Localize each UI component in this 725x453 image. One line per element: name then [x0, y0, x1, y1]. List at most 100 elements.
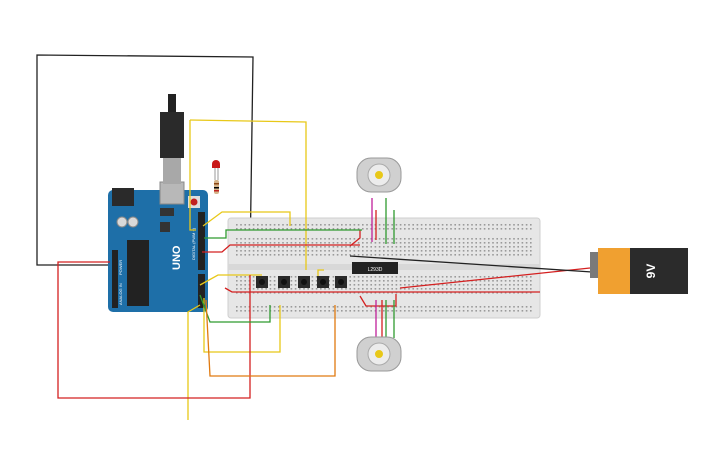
push-button-icon[interactable]	[256, 276, 347, 288]
breadboard-hole	[336, 310, 339, 312]
breadboard-hole	[353, 284, 356, 286]
breadboard-hole	[408, 238, 410, 240]
breadboard-hole	[374, 276, 377, 278]
breadboard-hole	[530, 228, 532, 230]
breadboard-hole	[429, 242, 431, 244]
breadboard-hole	[450, 238, 452, 240]
breadboard-hole	[236, 310, 238, 312]
breadboard-hole	[378, 288, 381, 290]
wire-orange[interactable]	[205, 299, 336, 377]
battery-9v-icon[interactable]: 9V	[590, 248, 688, 294]
breadboard-hole	[500, 254, 503, 256]
breadboard-hole	[236, 246, 238, 248]
breadboard-hole	[462, 228, 465, 230]
breadboard-hole	[399, 284, 402, 286]
breadboard-hole	[328, 242, 330, 244]
breadboard-hole	[521, 228, 524, 230]
breadboard-hole	[504, 288, 507, 290]
dc-motor-icon[interactable]	[356, 336, 402, 372]
breadboard-hole	[513, 276, 515, 278]
breadboard-hole	[458, 250, 461, 252]
breadboard-hole	[328, 246, 330, 248]
breadboard-hole	[299, 254, 301, 256]
breadboard-hole	[437, 284, 440, 286]
breadboard-hole	[450, 224, 452, 226]
breadboard-hole	[336, 242, 339, 244]
breadboard-hole	[513, 284, 515, 286]
breadboard-hole	[240, 246, 242, 248]
breadboard-hole	[517, 276, 519, 278]
breadboard-hole	[475, 288, 477, 290]
breadboard-hole	[286, 242, 288, 244]
breadboard-hole	[446, 242, 448, 244]
breadboard-hole	[366, 254, 368, 256]
breadboard-hole	[366, 276, 368, 278]
breadboard-hole	[458, 276, 461, 278]
breadboard-hole	[366, 292, 368, 294]
breadboard-hole	[273, 254, 276, 256]
breadboard-hole	[517, 242, 519, 244]
breadboard-hole	[420, 292, 423, 294]
breadboard-hole	[236, 224, 238, 226]
breadboard-hole	[420, 228, 423, 230]
usb-cable-icon[interactable]	[160, 94, 184, 184]
breadboard-hole	[509, 284, 511, 286]
arduino-uno[interactable]: UNO DIGITAL (PWM ~) POWER ANALOG IN	[108, 181, 208, 312]
breadboard-hole	[525, 228, 528, 230]
resistor-icon[interactable]	[214, 180, 219, 194]
breadboard-hole	[509, 288, 511, 290]
breadboard-hole	[332, 284, 335, 286]
breadboard-hole	[509, 246, 511, 248]
breadboard-hole	[412, 242, 414, 244]
dc-motor-icon[interactable]	[356, 157, 402, 193]
breadboard-hole	[324, 246, 326, 248]
breadboard-hole	[425, 254, 427, 256]
breadboard-hole	[273, 284, 276, 286]
breadboard-holes	[236, 224, 532, 312]
breadboard-hole	[530, 310, 532, 312]
breadboard-hole	[290, 292, 293, 294]
breadboard-hole	[395, 276, 398, 278]
breadboard-hole	[362, 238, 364, 240]
wires-green[interactable]	[199, 198, 395, 340]
breadboard-hole	[462, 306, 465, 308]
breadboard-hole	[345, 228, 347, 230]
wires-magenta[interactable]	[371, 198, 377, 340]
breadboard-hole	[530, 284, 532, 286]
breadboard-hole	[521, 288, 524, 290]
breadboard-hole	[395, 284, 398, 286]
breadboard-hole	[383, 228, 385, 230]
ic-chip-icon[interactable]: L293D	[352, 262, 398, 274]
breadboard-hole	[504, 292, 507, 294]
breadboard-hole	[462, 242, 465, 244]
breadboard-hole	[353, 250, 356, 252]
breadboard-hole	[328, 228, 330, 230]
breadboard-hole	[320, 246, 322, 248]
breadboard-hole	[408, 224, 410, 226]
breadboard-hole	[353, 224, 356, 226]
wires-yellow[interactable]	[187, 119, 324, 420]
breadboard-hole	[420, 224, 423, 226]
breadboard-hole	[252, 280, 255, 282]
breadboard-hole	[294, 284, 297, 286]
breadboard-hole	[399, 250, 402, 252]
breadboard-hole	[395, 280, 398, 282]
led-icon[interactable]	[212, 160, 220, 180]
breadboard-hole	[294, 242, 297, 244]
breadboard-hole	[496, 238, 498, 240]
wire-black-loop[interactable]	[36, 54, 254, 266]
breadboard-hole	[307, 288, 309, 290]
breadboard-hole	[479, 238, 482, 240]
wire-black-battery[interactable]	[349, 255, 593, 273]
breadboard-hole	[433, 238, 435, 240]
breadboard-hole	[433, 288, 435, 290]
breadboard-hole	[471, 224, 473, 226]
breadboard-hole	[357, 310, 360, 312]
breadboard-hole	[483, 288, 486, 290]
breadboard-hole	[483, 254, 486, 256]
breadboard-hole	[378, 246, 381, 248]
breadboard-hole	[429, 292, 431, 294]
breadboard-hole	[307, 246, 309, 248]
breadboard-hole	[488, 306, 490, 308]
